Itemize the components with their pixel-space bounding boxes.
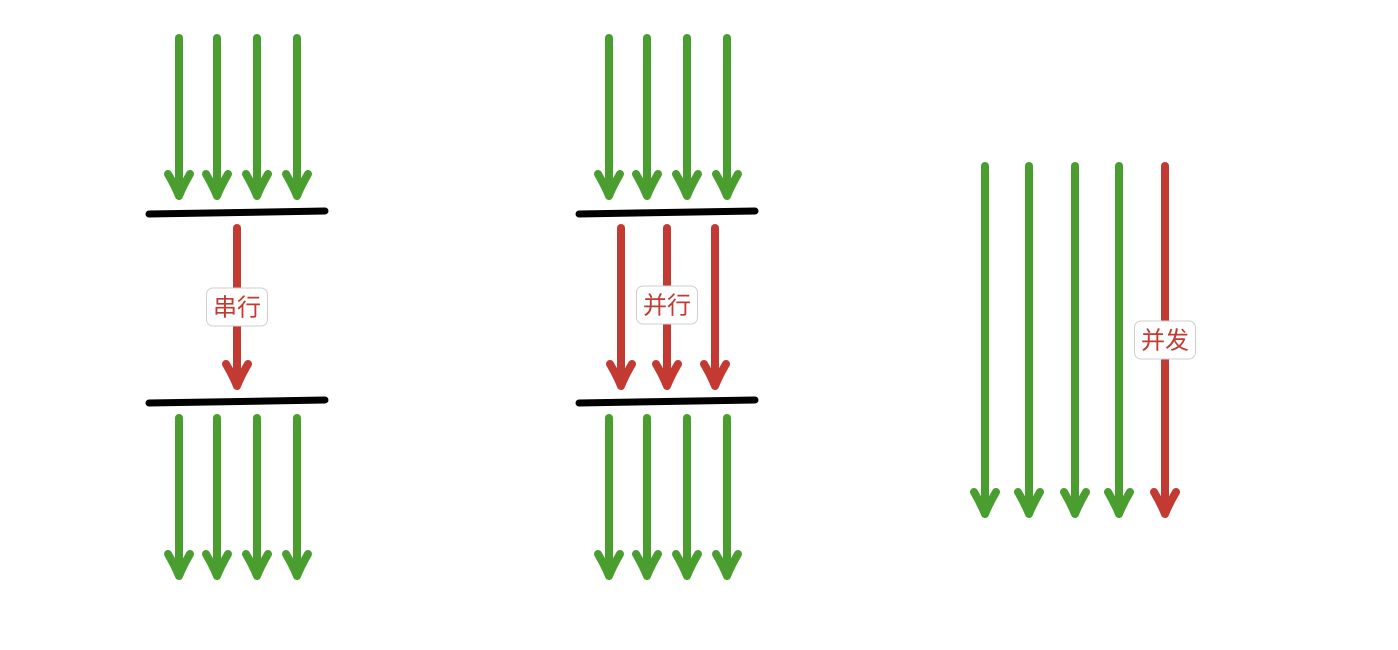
parallel-output-arrow-1 bbox=[594, 414, 624, 580]
parallel-processing-arrow-1 bbox=[606, 224, 636, 390]
concurrent-arrow-1 bbox=[970, 162, 1000, 518]
parallel-input-arrow-3 bbox=[672, 34, 702, 200]
parallel-input-arrow-2 bbox=[632, 34, 662, 200]
serial-input-arrow-1 bbox=[164, 34, 194, 200]
parallel-top-bar bbox=[575, 207, 759, 218]
serial-output-arrow-1 bbox=[164, 414, 194, 580]
parallel-output-arrow-2 bbox=[632, 414, 662, 580]
serial-input-arrow-3 bbox=[242, 34, 272, 200]
parallel-input-arrow-1 bbox=[594, 34, 624, 200]
parallel-bottom-bar bbox=[575, 396, 759, 407]
serial-output-arrow-3 bbox=[242, 414, 272, 580]
concurrent-arrow-3 bbox=[1060, 162, 1090, 518]
parallel-output-arrow-3 bbox=[672, 414, 702, 580]
label-serial: 串行 bbox=[206, 287, 268, 327]
concurrent-arrow-2 bbox=[1014, 162, 1044, 518]
concurrent-arrow-4 bbox=[1104, 162, 1134, 518]
parallel-output-arrow-4 bbox=[712, 414, 742, 580]
parallel-processing-arrow-3 bbox=[700, 224, 730, 390]
serial-top-bar bbox=[145, 207, 329, 218]
serial-input-arrow-2 bbox=[202, 34, 232, 200]
label-parallel: 并行 bbox=[636, 285, 698, 325]
serial-bottom-bar bbox=[145, 396, 329, 407]
parallel-input-arrow-4 bbox=[712, 34, 742, 200]
serial-output-arrow-2 bbox=[202, 414, 232, 580]
serial-output-arrow-4 bbox=[282, 414, 312, 580]
label-concurrent: 并发 bbox=[1134, 320, 1196, 360]
serial-input-arrow-4 bbox=[282, 34, 312, 200]
